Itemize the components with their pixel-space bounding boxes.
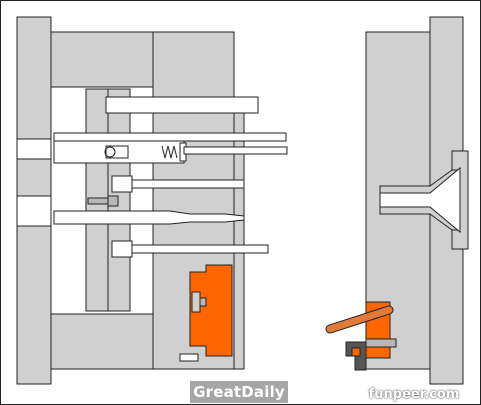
ejector-pin-lower bbox=[131, 244, 269, 254]
slide-pin bbox=[191, 291, 201, 313]
slide-block bbox=[189, 264, 233, 357]
spacer-block-top bbox=[50, 31, 154, 88]
threaded-bushing bbox=[105, 145, 129, 159]
ejector-pin-head-lower bbox=[111, 240, 133, 258]
ejector-pin-head-upper bbox=[111, 175, 133, 193]
cam-lock-insert bbox=[351, 347, 361, 357]
ejector-pin-long bbox=[183, 146, 288, 155]
spacer-block-bottom bbox=[50, 313, 154, 370]
ejector-pin-upper bbox=[131, 179, 245, 189]
sprue-channel bbox=[379, 166, 461, 234]
clamp-plate-hole-lower bbox=[16, 195, 52, 227]
guide-pin-upper bbox=[53, 132, 287, 142]
sprue-puller-pin bbox=[53, 210, 245, 225]
watermark-greatdaily: GreatDaily bbox=[190, 381, 288, 403]
slide-stop bbox=[179, 353, 199, 362]
cam-bolt bbox=[365, 338, 397, 348]
return-pin bbox=[105, 96, 259, 114]
stop-bolt-left bbox=[87, 197, 109, 205]
angle-pin bbox=[326, 306, 393, 333]
stop-bolt-head bbox=[107, 195, 119, 207]
clamp-plate-hole-upper bbox=[16, 138, 52, 160]
watermark-funpeer: funpeer.com bbox=[368, 387, 460, 402]
slide-pin-tip bbox=[199, 297, 207, 307]
spring-icon bbox=[161, 145, 178, 159]
bushing-thread-icon bbox=[104, 146, 116, 158]
